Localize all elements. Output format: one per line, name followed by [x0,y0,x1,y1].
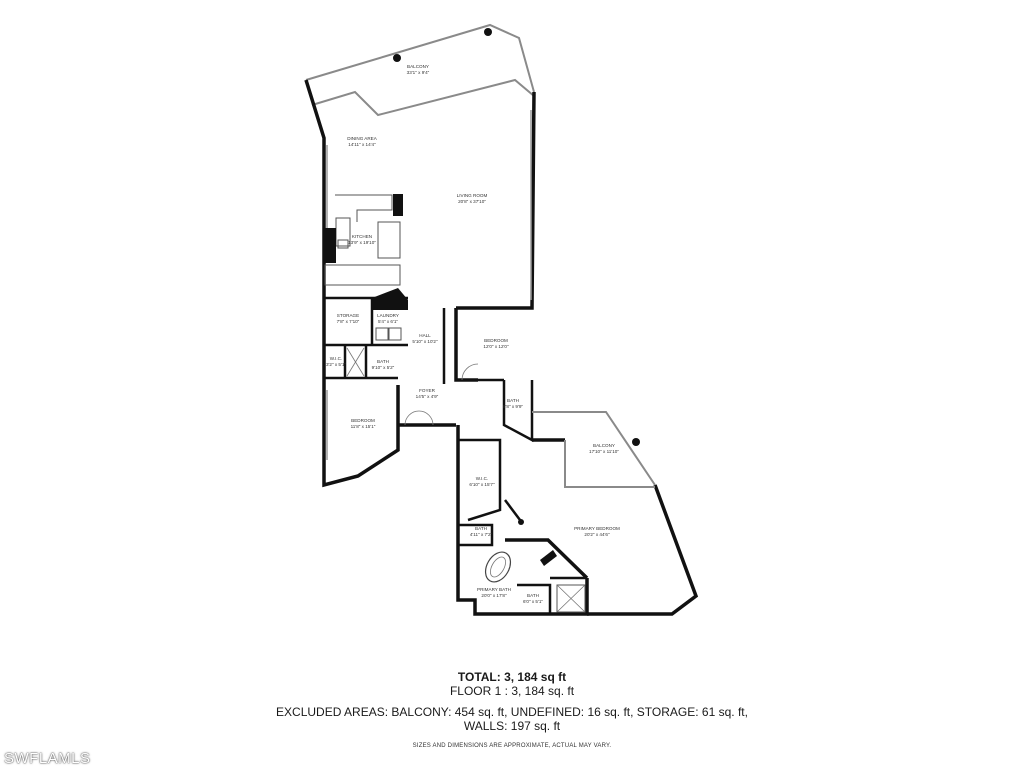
room-dims-bath-small: 4'11" x 7'2" [470,532,493,537]
floor-plan: BALCONY 33'1" x 9'4" DINING AREA 14'11" … [304,23,699,616]
room-label-wic-left: W.I.C. [330,356,343,361]
room-label-laundry: LAUNDRY [377,313,399,318]
bathtub-icon [484,551,512,583]
room-dims-laundry: 5'4" x 6'1" [378,319,398,324]
exterior-walls [304,79,536,488]
walls-area: WALLS: 197 sq. ft [463,719,561,733]
kitchen-cabinets [324,194,401,286]
disclaimer: SIZES AND DIMENSIONS ARE APPROXIMATE, AC… [412,743,612,749]
room-label-foyer: FOYER [419,388,436,393]
room-label-bath-small: BATH [475,526,487,531]
room-dims-balcony-top: 33'1" x 9'4" [407,70,430,75]
room-label-primary-bedroom: PRIMARY BEDROOM [574,526,620,531]
shower-icon [346,347,365,377]
room-dims-balcony-right: 17'10" x 11'10" [589,449,619,454]
refrigerator-icon [393,194,403,216]
door-swing-icon [461,363,479,381]
room-label-dining: DINING AREA [347,136,378,141]
room-label-balcony-right: BALCONY [593,443,615,448]
vanity-icon [540,550,557,566]
balcony-post-icon [484,28,492,36]
room-dims-wic-left: 3'2" x 5'1" [326,362,346,367]
room-dims-foyer: 14'5" x 4'9" [416,394,439,399]
balcony-right-outline [532,411,656,488]
balcony-top-outline [305,23,535,117]
balcony-post-icon [632,438,640,446]
room-label-bath-left: BATH [377,359,389,364]
room-label-hall: HALL [419,333,431,338]
room-dims-living: 20'8" x 37'10" [458,199,486,204]
room-dims-kitchen: 13'9" x 19'10" [348,240,376,245]
balcony-post-icon [393,54,401,62]
appliance-icon [324,228,336,263]
room-dims-bath-bottom: 6'0" x 5'1" [523,599,543,604]
watermark-logo: SWFLAMLS [4,750,91,767]
shower-drain-icon [556,584,586,613]
room-dims-dining: 14'11" x 14'4" [348,142,376,147]
shower-icon [556,584,586,613]
room-label-bedroom-left: BEDROOM [351,418,375,423]
room-label-wic-primary: W.I.C. [476,476,489,481]
bedroom-mid-walls [442,308,534,443]
wic-bath-walls [324,345,398,380]
primary-suite-walls [456,425,699,616]
laundry-machine-icon [372,288,408,310]
room-dims-primary-bedroom: 20'2" x 44'6" [584,532,610,537]
window-lines [326,110,532,460]
room-label-bath-right: BATH [507,398,519,403]
room-label-kitchen: KITCHEN [352,234,372,239]
bathtub-inner-icon [490,556,506,578]
room-dims-wic-primary: 6'10" x 15'7" [469,482,495,487]
bath-walls [458,523,587,614]
room-dims-bedroom-left: 11'8" x 15'1" [351,424,376,429]
room-label-balcony-top: BALCONY [407,64,429,69]
room-label-living: LIVING ROOM [457,193,488,198]
room-label-primary-bath: PRIMARY BATH [477,587,511,592]
wic-primary-walls [458,438,521,522]
door-knob-icon [518,519,524,525]
room-dims-hall: 5'10" x 10'2" [412,339,438,344]
room-dims-bath-left: 9'10" x 5'2" [372,365,395,370]
excluded-areas: EXCLUDED AREAS: BALCONY: 454 sq. ft, UND… [276,705,748,719]
room-label-storage: STORAGE [337,313,359,318]
room-dims-bedroom-mid: 12'0" x 12'0" [483,344,509,349]
room-label-bath-bottom: BATH [527,593,539,598]
room-label-bedroom-mid: BEDROOM [484,338,508,343]
front-door-icon [404,410,434,426]
total-area: TOTAL: 3, 184 sq ft [457,670,567,684]
washer-icon [375,327,389,341]
room-dims-bath-right: 8'8" x 9'9" [503,404,523,409]
dryer-icon [388,327,402,341]
room-dims-storage: 7'8" x 7'10" [337,319,360,324]
room-dims-primary-bath: 20'0" x 17'8" [481,593,507,598]
floor-area: FLOOR 1 : 3, 184 sq. ft [449,684,575,698]
